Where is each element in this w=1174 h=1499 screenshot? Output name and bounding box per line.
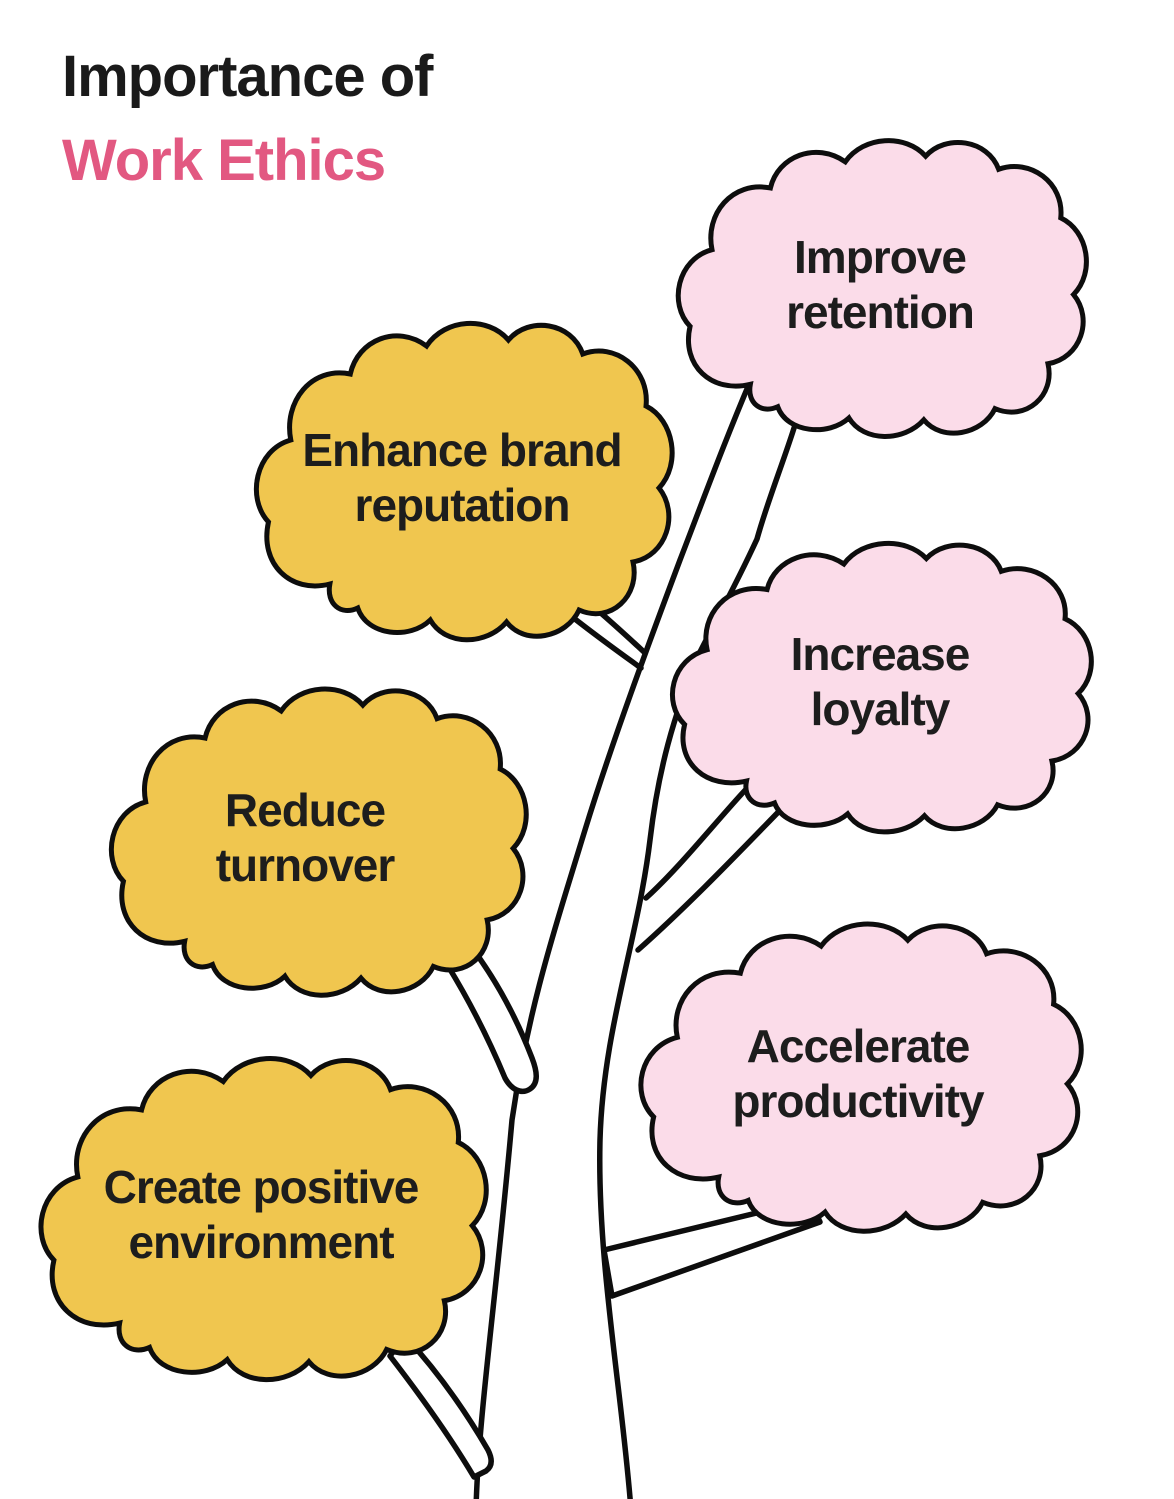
cloud-enhance-brand-reputation-line1: Enhance brand (302, 424, 621, 476)
cloud-enhance-brand-reputation: Enhance brand reputation (256, 323, 672, 639)
cloud-accelerate-productivity-line1: Accelerate (747, 1020, 970, 1072)
cloud-create-positive-environment-line1: Create positive (104, 1161, 419, 1213)
cloud-create-positive-environment-line2: environment (128, 1216, 394, 1268)
cloud-accelerate-productivity-line2: productivity (732, 1075, 985, 1127)
cloud-enhance-brand-reputation-line2: reputation (355, 479, 570, 531)
page-title: Importance of Work Ethics (62, 44, 435, 193)
cloud-accelerate-productivity: Accelerate productivity (641, 924, 1081, 1231)
cloud-reduce-turnover-line2: turnover (216, 839, 396, 891)
tree (387, 367, 823, 1499)
branch-to-increase-loyalty-lower (635, 787, 803, 953)
cloud-increase-loyalty-line1: Increase (791, 628, 970, 680)
cloud-improve-retention-line2: retention (786, 286, 974, 338)
branch-to-reduce-turnover (445, 932, 539, 1095)
cloud-reduce-turnover-line1: Reduce (225, 784, 386, 836)
cloud-increase-loyalty: Increase loyalty (672, 543, 1091, 832)
branch-to-accelerate-productivity (601, 1197, 823, 1299)
cloud-improve-retention-line1: Improve (794, 231, 966, 283)
cloud-improve-retention: Improve retention (678, 141, 1086, 437)
branch-to-create-positive-environment (387, 1333, 494, 1480)
cloud-increase-loyalty-line2: loyalty (811, 683, 951, 735)
cloud-reduce-turnover: Reduce turnover (111, 689, 526, 995)
cloud-create-positive-environment: Create positive environment (41, 1059, 486, 1380)
page-title-line1: Importance of (62, 44, 434, 109)
page-title-line2: Work Ethics (62, 128, 385, 193)
